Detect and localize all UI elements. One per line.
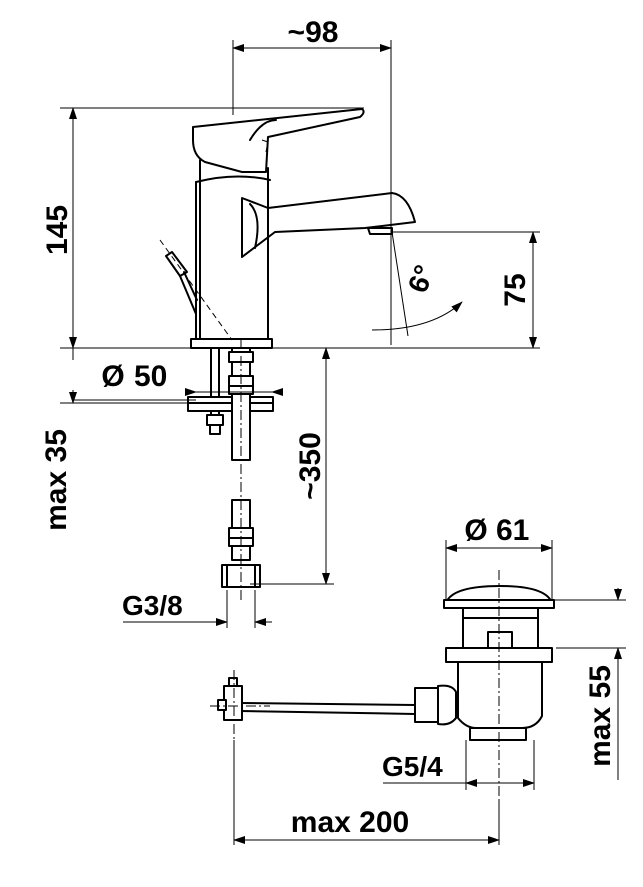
faucet-spout: [241, 192, 416, 258]
label-spout-height: 75: [499, 273, 532, 306]
dimension-lines: [60, 40, 626, 845]
waste-body: [457, 661, 543, 729]
faucet-body: [195, 159, 271, 343]
linkage-rod: [210, 670, 457, 740]
label-max-waste-height: max 55: [584, 665, 617, 767]
diameter-symbol: Ø: [101, 360, 124, 393]
faucet: [159, 108, 416, 600]
label-height-total: 145: [41, 205, 74, 255]
faucet-lever: [192, 108, 365, 173]
label-max-thickness: max 35: [40, 429, 73, 531]
label-max-rod-length: max 200: [291, 806, 409, 839]
waste-assembly: [210, 570, 555, 800]
label-hose-length: ~350: [294, 432, 327, 500]
label-angle: 6°: [402, 261, 440, 297]
label-thread-waste: G5/4: [382, 751, 443, 782]
flexible-hose: [221, 338, 261, 600]
popup-rod: [159, 239, 233, 341]
waste-cap: [445, 585, 553, 604]
label-diameter-base: 50: [134, 360, 167, 393]
faucet-base: [190, 338, 273, 349]
diameter-50-group: Ø 50: [101, 360, 167, 393]
diameter-61-group: Ø 61: [464, 514, 529, 547]
label-diameter-waste: 61: [496, 514, 529, 547]
diameter-symbol: Ø: [464, 514, 487, 547]
dimension-labels: ~98 145 75 6° Ø 50 max 35 ~350 G3/8 Ø 61…: [40, 16, 617, 839]
label-thread-hose: G3/8: [122, 590, 183, 621]
label-width-top: ~98: [288, 16, 339, 49]
